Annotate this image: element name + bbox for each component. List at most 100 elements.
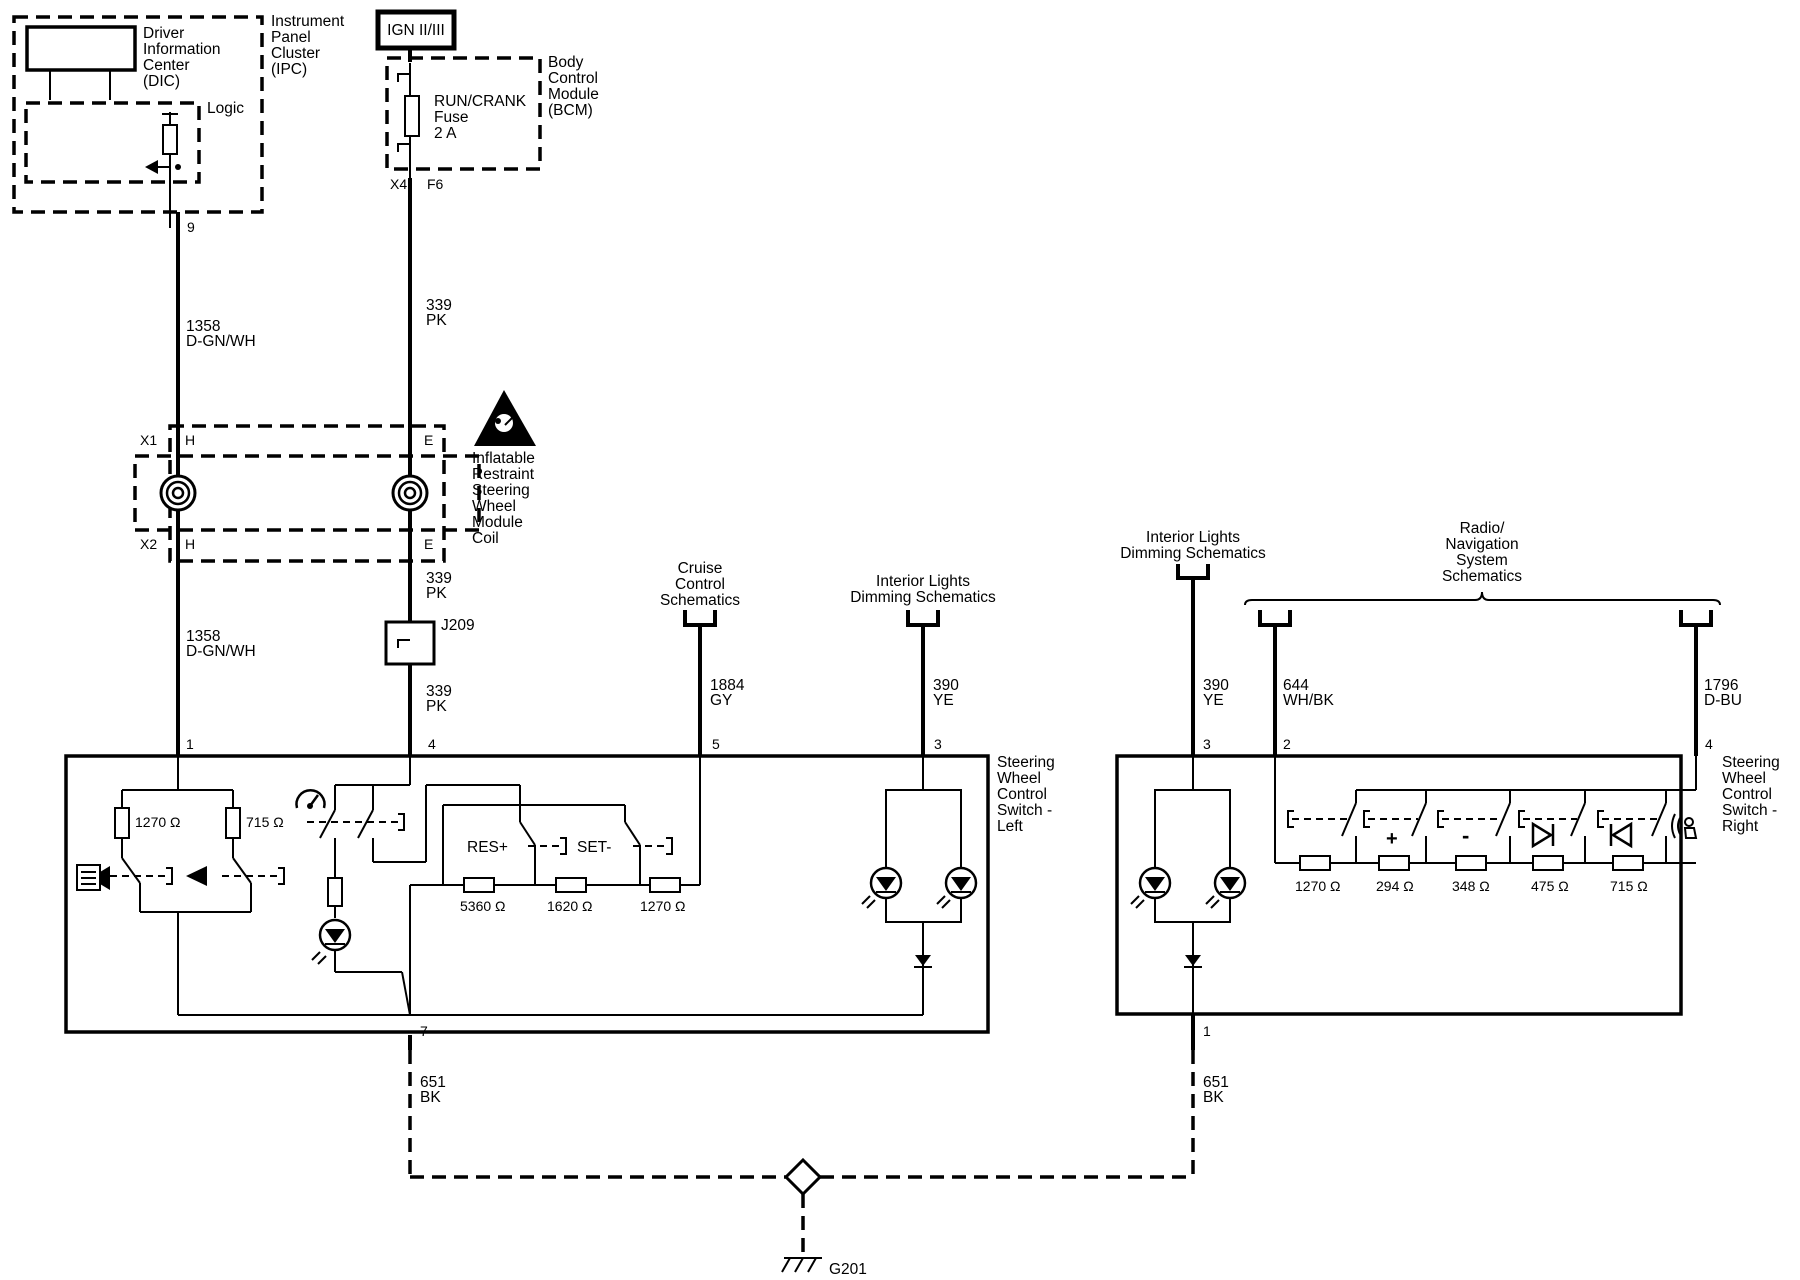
swc-right-title-4: Switch - [1722, 802, 1777, 819]
splice-j209: J209 [384, 617, 475, 666]
coil-e-bottom: E [424, 536, 433, 552]
swc-left-title-1: Steering [997, 754, 1055, 771]
switch-res-plus: RES+ [467, 839, 508, 856]
res-1270-b: 1270 Ω [640, 898, 686, 914]
wire-339-color-c: PK [426, 698, 447, 715]
airbag-warning-icon [474, 390, 536, 446]
ipc-title-1: Instrument [271, 13, 345, 30]
right-led-left [1130, 866, 1172, 909]
wire-1796-color: D-BU [1704, 692, 1742, 709]
ground-icon [781, 1257, 822, 1273]
cruise-title-3: Schematics [660, 592, 740, 609]
cruise-indicator-led [311, 918, 352, 965]
res-715-left: 715 Ω [246, 814, 284, 830]
pin-9: 9 [187, 219, 195, 235]
dim-title-2: Dimming Schematics [850, 589, 996, 606]
pin-1: 1 [186, 736, 194, 752]
coil-h-bottom: H [185, 536, 195, 552]
dim-title-r2: Dimming Schematics [1120, 545, 1266, 562]
coil-title-6: Coil [472, 530, 499, 547]
wire-390-color: YE [933, 692, 954, 709]
cruise-title-1: Cruise [678, 560, 723, 577]
wire-651-color-b: BK [1203, 1089, 1224, 1106]
wire-1884-num: 1884 [710, 677, 745, 694]
coil-x1: X1 [140, 432, 157, 448]
coil-title-5: Module [472, 514, 523, 531]
wire-339-num-b: 339 [426, 570, 452, 587]
right-diode [1184, 955, 1202, 968]
dic-label-4: (DIC) [143, 73, 180, 90]
swc-left-title-4: Switch - [997, 802, 1052, 819]
wire-390-color-b: YE [1203, 692, 1224, 709]
dim-title-r1: Interior Lights [1146, 529, 1240, 546]
wire-1884-color: GY [710, 692, 732, 709]
switch-set-minus: SET- [577, 839, 611, 856]
pin-r2: 2 [1283, 736, 1291, 752]
wire-339-num: 339 [426, 297, 452, 314]
wire-651-color: BK [420, 1089, 441, 1106]
ground-label: G201 [829, 1261, 867, 1278]
radio-title-4: Schematics [1442, 568, 1522, 585]
dic-label-3: Center [143, 57, 190, 74]
res-r294: 294 Ω [1376, 878, 1414, 894]
swc-left-title-5: Left [997, 818, 1024, 835]
bcm-fuse-3: 2 A [434, 125, 457, 142]
right-switches: + - [1287, 790, 1698, 863]
dim-diode [914, 955, 932, 968]
dic-label-2: Information [143, 41, 221, 58]
res-r715: 715 Ω [1610, 878, 1648, 894]
wire-1358-color-b: D-GN/WH [186, 643, 256, 660]
coil-spiral-right [391, 474, 429, 512]
swc-left-title-3: Control [997, 786, 1047, 803]
pin-r4: 4 [1705, 736, 1713, 752]
pin-3: 3 [934, 736, 942, 752]
bcm-connector-x4: X4 [390, 176, 407, 192]
coil-title-3: Steering [472, 482, 530, 499]
right-led-right [1205, 866, 1247, 909]
cruise-speedometer-icon [295, 789, 326, 809]
bcm-fuse-2: Fuse [434, 109, 468, 126]
coil-e-top: E [424, 432, 433, 448]
dim-led-left [861, 866, 903, 909]
voice-command-icon [1671, 813, 1698, 839]
res-1620: 1620 Ω [547, 898, 593, 914]
prev-track-icon [1609, 821, 1633, 849]
bcm-title-1: Body [548, 54, 584, 71]
wire-651-num-b: 651 [1203, 1074, 1229, 1091]
pin-4: 4 [428, 736, 436, 752]
switch-minus: - [1462, 823, 1469, 848]
coil-h-top: H [185, 432, 195, 448]
bcm-title-2: Control [548, 70, 598, 87]
dim-title-1: Interior Lights [876, 573, 970, 590]
res-r348: 348 Ω [1452, 878, 1490, 894]
ipc-title-3: Cluster [271, 45, 320, 62]
res-5360: 5360 Ω [460, 898, 506, 914]
ipc-title-2: Panel [271, 29, 311, 46]
bcm-fuse-1: RUN/CRANK [434, 93, 527, 110]
res-1270-left: 1270 Ω [135, 814, 181, 830]
wire-1358-num: 1358 [186, 318, 220, 335]
res-r1270: 1270 Ω [1295, 878, 1341, 894]
wire-1796-num: 1796 [1704, 677, 1738, 694]
next-track-icon [1531, 821, 1555, 849]
ign-label: IGN II/III [387, 22, 445, 39]
